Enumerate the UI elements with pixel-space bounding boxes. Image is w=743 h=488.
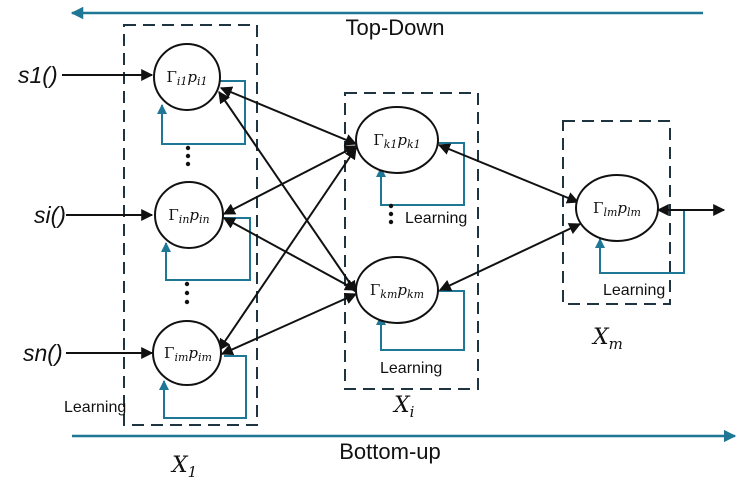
learning-loop-im bbox=[159, 355, 247, 419]
ellipsis-dot bbox=[184, 299, 190, 305]
node-k1-circle bbox=[355, 106, 439, 174]
node-in-label: Γinpin bbox=[168, 206, 209, 226]
node-in-circle bbox=[154, 181, 224, 249]
top-down-flow: Top-Down bbox=[70, 6, 703, 40]
ellipsis-dot bbox=[184, 290, 190, 296]
group-xi-label: Xi bbox=[392, 393, 415, 421]
ellipsis-dot bbox=[388, 211, 394, 217]
edge-im-km bbox=[220, 292, 358, 356]
input-label-si: si() bbox=[34, 202, 66, 228]
learning-label-km: Learning bbox=[380, 360, 442, 377]
learning-label-lm: Learning bbox=[603, 282, 665, 299]
node-km-circle bbox=[355, 256, 439, 324]
node-lm-label: Γlmplm bbox=[593, 199, 641, 219]
edges bbox=[218, 86, 726, 356]
edge-km-lm bbox=[438, 223, 582, 291]
node-i1-label: Γi1pi1 bbox=[166, 68, 207, 88]
top-down-label: Top-Down bbox=[345, 15, 444, 40]
learning-loop-km bbox=[376, 290, 465, 351]
learning-label-x1: Learning bbox=[64, 399, 126, 416]
node-im: Γimpim bbox=[152, 320, 222, 386]
node-im-label: Γimpim bbox=[164, 344, 212, 364]
node-km-label: Γkmpkm bbox=[370, 281, 424, 301]
learning-label-k1: Learning bbox=[405, 210, 467, 227]
group-xm-label: Xm bbox=[591, 325, 623, 353]
node-lm-circle bbox=[575, 174, 659, 242]
node-i1: Γi1pi1 bbox=[153, 43, 221, 111]
inputs: s1() si() sn() bbox=[18, 62, 154, 366]
bottom-up-label: Bottom-up bbox=[339, 439, 441, 464]
node-k1-label: Γk1pk1 bbox=[373, 131, 420, 151]
edge-k1-lm bbox=[437, 143, 580, 204]
ellipsis-dot bbox=[388, 219, 394, 225]
ellipsis-dot bbox=[185, 161, 191, 167]
group-x1-label: X1 bbox=[170, 453, 197, 481]
edge-in-k1 bbox=[222, 145, 358, 215]
node-km: Γkmpkm bbox=[355, 256, 439, 324]
edge-im-k1 bbox=[218, 147, 357, 351]
node-im-circle bbox=[152, 320, 222, 386]
input-label-sn: sn() bbox=[23, 340, 63, 366]
learning-loop-k1 bbox=[376, 142, 465, 206]
input-label-s1: s1() bbox=[18, 62, 58, 88]
ellipsis-dot bbox=[185, 145, 191, 151]
edge-i1-km bbox=[218, 91, 357, 293]
node-i1-circle bbox=[153, 43, 221, 111]
ellipsis-dots bbox=[184, 145, 394, 305]
bottom-up-flow: Bottom-up bbox=[72, 429, 737, 464]
edge-i1-k1 bbox=[219, 86, 358, 146]
ellipsis-dot bbox=[184, 281, 190, 287]
ellipsis-dot bbox=[388, 203, 394, 209]
ellipsis-dot bbox=[185, 153, 191, 159]
node-in: Γinpin bbox=[154, 181, 224, 249]
node-lm: Γlmplm bbox=[575, 174, 659, 242]
node-k1: Γk1pk1 bbox=[355, 106, 439, 174]
